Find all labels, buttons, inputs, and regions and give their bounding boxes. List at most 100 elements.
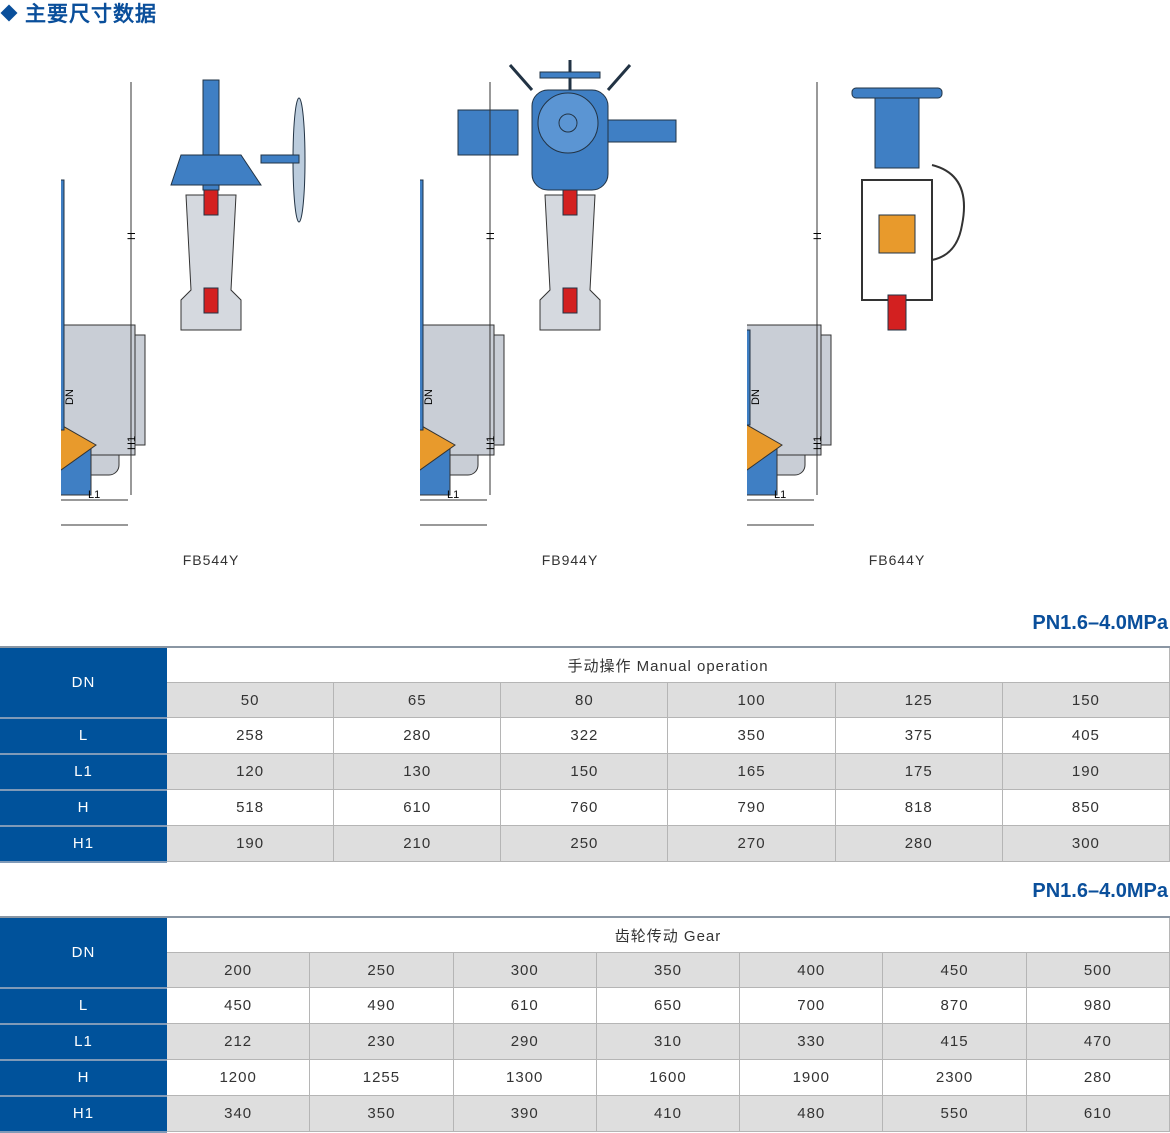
dim-h1-label: H1 — [812, 436, 824, 450]
table-cell: 280 — [834, 825, 1003, 862]
row-header: DN — [0, 646, 167, 719]
row-header: L1 — [0, 1023, 167, 1061]
diamond-bullet-icon — [0, 4, 18, 22]
table-cell: 870 — [882, 987, 1027, 1024]
table-cell: 500 — [1025, 952, 1170, 988]
table-cell: 80 — [500, 682, 669, 718]
table-cell: 850 — [1001, 789, 1170, 826]
table-cell: 270 — [667, 825, 836, 862]
valve-drawing-fb644y: H H1 DN L L1 — [747, 82, 965, 526]
table-cell: 790 — [667, 789, 836, 826]
table-cell: 280 — [1025, 1059, 1170, 1096]
table-cell: 470 — [1025, 1023, 1170, 1060]
row-header: L — [0, 987, 167, 1025]
table-cell: 125 — [834, 682, 1003, 718]
table-cell: 100 — [667, 682, 836, 718]
row-header: L — [0, 717, 167, 755]
dim-h1-label: H1 — [126, 436, 138, 450]
table-cell: 350 — [667, 717, 836, 754]
row-header: L1 — [0, 753, 167, 791]
table-cell: 322 — [500, 717, 669, 754]
valve-drawing-fb944y: H H1 DN L L1 — [420, 60, 677, 526]
table-cell: 650 — [595, 987, 741, 1024]
table-cell: 65 — [333, 682, 502, 718]
table-cell: 130 — [333, 753, 502, 790]
dim-dn-label: DN — [423, 389, 435, 405]
table-cell: 330 — [739, 1023, 884, 1060]
table-cell: 165 — [667, 753, 836, 790]
table-cell: 300 — [1001, 825, 1170, 862]
model-label-fb544y: FB544Y — [182, 552, 240, 568]
table-cell: 120 — [165, 753, 335, 790]
row-header: H1 — [0, 1095, 167, 1133]
table-cell: 818 — [834, 789, 1003, 826]
table-cell: 1600 — [595, 1059, 741, 1096]
row-header: DN — [0, 916, 167, 989]
section-title-text: 主要尺寸数据 — [25, 3, 157, 26]
table-cell: 230 — [309, 1023, 454, 1060]
table-cell: 150 — [500, 753, 669, 790]
pressure-label-2: PN1.6–4.0MPa — [1032, 880, 1168, 902]
dim-h-label: H — [812, 232, 824, 240]
dim-l1-label: L1 — [88, 489, 100, 501]
table-cell: 1255 — [309, 1059, 454, 1096]
table-cell: 200 — [165, 952, 311, 988]
dim-l1-label: L1 — [447, 489, 459, 501]
table-caption: 手动操作 Manual operation — [166, 646, 1170, 683]
table-cell: 258 — [165, 717, 335, 754]
table-cell: 390 — [452, 1095, 597, 1132]
table-cell: 1300 — [452, 1059, 597, 1096]
table-cell: 375 — [834, 717, 1003, 754]
table-cell: 610 — [1025, 1095, 1170, 1132]
table-cell: 280 — [333, 717, 502, 754]
table-cell: 190 — [165, 825, 335, 862]
table-cell: 980 — [1025, 987, 1170, 1024]
table-caption: 齿轮传动 Gear — [166, 916, 1170, 953]
table-cell: 190 — [1001, 753, 1170, 790]
table-cell: 250 — [500, 825, 669, 862]
table-cell: 760 — [500, 789, 669, 826]
valve-drawing-fb544y: H H1 DN L L1 — [61, 79, 306, 526]
section-title: 主要尺寸数据 — [0, 0, 157, 28]
table-cell: 490 — [309, 987, 454, 1024]
table-cell: 290 — [452, 1023, 597, 1060]
table-cell: 450 — [882, 952, 1027, 988]
table-cell: 1200 — [165, 1059, 311, 1096]
dim-h-label: H — [126, 232, 138, 240]
row-header: H — [0, 789, 167, 827]
table-cell: 310 — [595, 1023, 741, 1060]
dim-dn-label: DN — [64, 389, 76, 405]
table-cell: 150 — [1001, 682, 1170, 718]
table-cell: 410 — [595, 1095, 741, 1132]
model-label-fb944y: FB944Y — [541, 552, 599, 568]
table-cell: 175 — [834, 753, 1003, 790]
table-cell: 700 — [739, 987, 884, 1024]
table-cell: 2300 — [882, 1059, 1027, 1096]
model-label-fb644y: FB644Y — [868, 552, 926, 568]
table-cell: 400 — [739, 952, 884, 988]
row-header: H — [0, 1059, 167, 1097]
table-cell: 212 — [165, 1023, 311, 1060]
table-cell: 610 — [333, 789, 502, 826]
table-cell: 300 — [452, 952, 597, 988]
dim-h-label: H — [485, 232, 497, 240]
table-cell: 450 — [165, 987, 311, 1024]
table-cell: 50 — [165, 682, 335, 718]
table-cell: 250 — [309, 952, 454, 988]
table-cell: 610 — [452, 987, 597, 1024]
table-cell: 350 — [309, 1095, 454, 1132]
table-cell: 350 — [595, 952, 741, 988]
